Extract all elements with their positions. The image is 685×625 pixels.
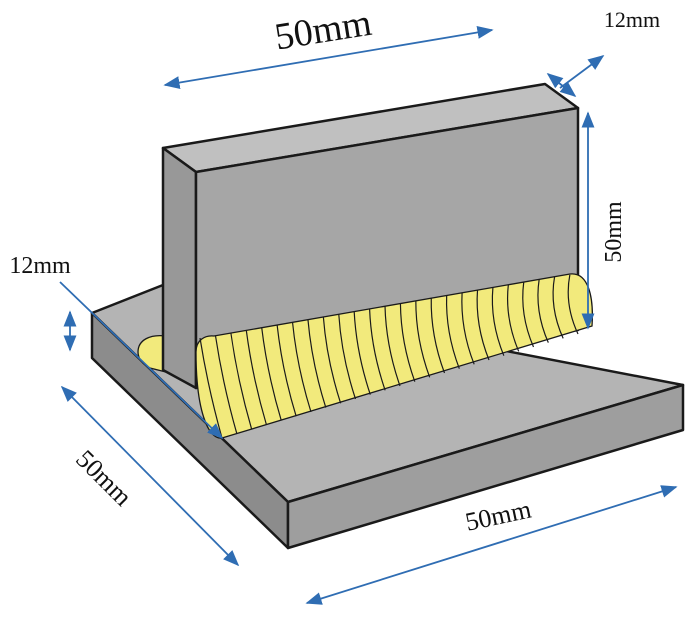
web-length-dimension-line	[163, 26, 494, 89]
weld-ripple	[506, 284, 520, 352]
weld-ripple	[384, 305, 401, 387]
weld-ripple	[552, 276, 564, 339]
weld-ripple	[430, 297, 446, 374]
weld-ripple	[276, 324, 297, 417]
weld-ripple	[291, 321, 312, 413]
weld-ripple	[230, 332, 253, 430]
web-thickness-dimension-line-2	[559, 55, 605, 89]
weld-bead-ripples	[199, 274, 579, 439]
weld-ripple	[245, 329, 268, 426]
base-depth-dimension-line	[60, 385, 240, 567]
weld-ripple	[461, 292, 475, 365]
weld-ripple	[368, 308, 386, 391]
weld-ripple	[261, 327, 282, 421]
weld-ripple	[522, 281, 535, 348]
weld-ripple	[353, 311, 371, 395]
web-plate-left-edge	[161, 146, 198, 390]
weld-ripple	[537, 279, 549, 343]
web-height-label: 50mm	[601, 201, 627, 263]
weld-ripple	[567, 274, 579, 335]
weld-ripple	[338, 313, 357, 400]
base-length-label: 50mm	[463, 495, 534, 537]
base-length-dimension-line	[305, 485, 678, 605]
weld-ripple	[476, 289, 490, 361]
weld-ripple	[307, 319, 327, 408]
weld-ripple	[445, 295, 460, 369]
web-thickness-label: 12mm	[604, 7, 660, 32]
weld-ripple	[399, 303, 416, 382]
base-thickness-label: 12mm	[9, 253, 71, 279]
weld-ripple	[415, 300, 431, 378]
weld-ripple	[322, 316, 342, 404]
weld-ripple	[491, 287, 505, 356]
web-thickness-dimension-line	[546, 72, 577, 98]
web-length-label: 50mm	[272, 2, 374, 59]
